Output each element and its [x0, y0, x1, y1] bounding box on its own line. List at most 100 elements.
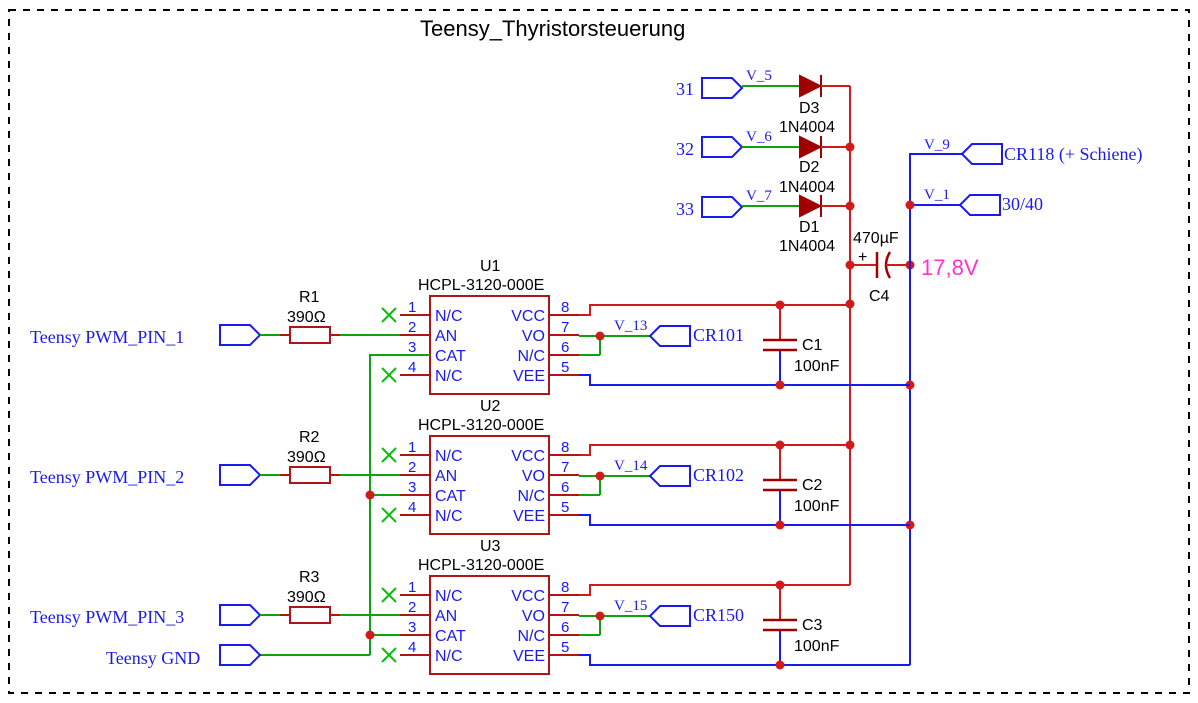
diode-block: 31 32 33 V_5 V_6 V_7 D3 1N4004 D2 1N4004 [676, 68, 850, 255]
resistor-r1[interactable]: R1 390Ω [280, 289, 340, 344]
svg-text:1N4004: 1N4004 [779, 119, 835, 136]
optocoupler-u3[interactable]: U3HCPL-3120-000E1N/C8VCC2AN7VO3CAT6N/C4N… [400, 538, 579, 675]
diode-d3[interactable]: D3 1N4004 [779, 74, 835, 136]
pin-name: VO [522, 608, 545, 625]
port-teensy-gnd[interactable]: Teensy GND [106, 644, 262, 668]
svg-text:CR102: CR102 [693, 465, 744, 485]
svg-text:100nF: 100nF [794, 638, 840, 655]
pin-name: N/C [435, 308, 463, 325]
pin-number: 3 [408, 619, 416, 636]
svg-text:390Ω: 390Ω [287, 589, 326, 606]
pin-name: VEE [513, 648, 545, 665]
port-cr102[interactable]: CR102 [648, 465, 744, 487]
pin-number: 1 [408, 299, 416, 316]
port-cr150[interactable]: CR150 [648, 605, 744, 627]
pin-number: 4 [408, 499, 416, 516]
svg-text:Teensy PWM_PIN_2: Teensy PWM_PIN_2 [30, 467, 184, 487]
diode-d2[interactable]: D2 1N4004 [779, 135, 835, 196]
svg-text:U3: U3 [480, 538, 501, 555]
pin-name: N/C [517, 348, 545, 365]
pin-number: 8 [561, 299, 569, 316]
pin-name: VCC [511, 588, 545, 605]
pin-number: 5 [561, 639, 569, 656]
pin-number: 5 [561, 499, 569, 516]
net-label-v14: V_14 [614, 458, 648, 474]
pin-number: 6 [561, 619, 569, 636]
pin-number: 4 [408, 359, 416, 376]
svg-text:C3: C3 [802, 617, 823, 634]
sheet-title: Teensy_Thyristorsteuerung [420, 16, 685, 41]
optocoupler-u1[interactable]: U1HCPL-3120-000E1N/C8VCC2AN7VO3CAT6N/C4N… [400, 258, 579, 395]
svg-text:D2: D2 [799, 159, 820, 176]
port-32[interactable]: 32 [676, 136, 744, 159]
svg-text:CR118 (+ Schiene): CR118 (+ Schiene) [1004, 144, 1142, 165]
svg-text:R3: R3 [299, 569, 320, 586]
svg-text:Teensy GND: Teensy GND [106, 648, 200, 668]
port-31[interactable]: 31 [676, 77, 744, 99]
svg-text:CR150: CR150 [693, 605, 744, 625]
pin-name: VCC [511, 448, 545, 465]
pin-number: 1 [408, 579, 416, 596]
pin-name: CAT [435, 488, 466, 505]
resistor-r3[interactable]: R3 390Ω [280, 569, 340, 624]
pin-number: 6 [561, 479, 569, 496]
capacitor-c4[interactable]: + 470µF C4 [850, 230, 910, 305]
diode-d1[interactable]: D1 1N4004 [779, 194, 835, 255]
pin-name: AN [435, 328, 457, 345]
voltage-probe-label: 17,8V [921, 255, 979, 280]
svg-text:1N4004: 1N4004 [779, 238, 835, 255]
pin-number: 6 [561, 339, 569, 356]
net-label-v1: V_1 [924, 187, 950, 203]
svg-text:U2: U2 [480, 398, 501, 415]
svg-text:D1: D1 [799, 219, 820, 236]
port-teensy-pwm-1[interactable]: Teensy PWM_PIN_1 [30, 324, 262, 347]
pin-number: 7 [561, 599, 569, 616]
stage-1: Teensy PWM_PIN_1 R1 390Ω U1HCPL-3120-000E1N… [30, 258, 910, 395]
net-label-v6: V_6 [746, 129, 772, 145]
svg-text:U1: U1 [480, 258, 501, 275]
svg-text:470µF: 470µF [853, 230, 899, 247]
svg-text:30/40: 30/40 [1002, 194, 1043, 214]
optocoupler-u2[interactable]: U2HCPL-3120-000E1N/C8VCC2AN7VO3CAT6N/C4N… [400, 398, 579, 535]
svg-text:Teensy PWM_PIN_1: Teensy PWM_PIN_1 [30, 327, 184, 347]
pin-name: VO [522, 328, 545, 345]
net-label-v13: V_13 [614, 318, 647, 334]
gnd-bus [369, 354, 430, 655]
svg-text:HCPL-3120-000E: HCPL-3120-000E [418, 277, 544, 294]
svg-text:390Ω: 390Ω [287, 309, 326, 326]
port-30-40[interactable]: 30/40 [958, 194, 1043, 216]
c4-polarity: + [858, 249, 867, 266]
pin-name: VCC [511, 308, 545, 325]
pin-number: 4 [408, 639, 416, 656]
pin-name: N/C [435, 588, 463, 605]
pin-name: N/C [517, 488, 545, 505]
port-cr118[interactable]: CR118 (+ Schiene) [960, 143, 1142, 165]
pin-number: 8 [561, 439, 569, 456]
pin-name: AN [435, 468, 457, 485]
pin-number: 3 [408, 479, 416, 496]
svg-text:HCPL-3120-000E: HCPL-3120-000E [418, 417, 544, 434]
net-label-v7: V_7 [746, 188, 772, 204]
svg-text:CR101: CR101 [693, 325, 744, 345]
svg-text:390Ω: 390Ω [287, 449, 326, 466]
pin-name: VO [522, 468, 545, 485]
svg-text:R1: R1 [299, 289, 320, 306]
port-teensy-pwm-3[interactable]: Teensy PWM_PIN_3 [30, 604, 262, 627]
pin-name: VEE [513, 508, 545, 525]
port-cr101[interactable]: CR101 [648, 325, 744, 347]
pin-name: CAT [435, 628, 466, 645]
net-label-v15: V_15 [614, 598, 647, 614]
pin-number: 3 [408, 339, 416, 356]
pin-number: 8 [561, 579, 569, 596]
svg-text:C4: C4 [869, 288, 890, 305]
port-teensy-pwm-2[interactable]: Teensy PWM_PIN_2 [30, 464, 262, 487]
svg-text:D3: D3 [799, 100, 820, 117]
stage-3: Teensy PWM_PIN_3R3390ΩU3HCPL-3120-000E1N… [30, 538, 910, 675]
capacitor-c3[interactable]: C3 100nF [763, 585, 840, 665]
net-label-v5: V_5 [746, 68, 772, 84]
port-33[interactable]: 33 [676, 196, 744, 219]
pin-number: 7 [561, 319, 569, 336]
